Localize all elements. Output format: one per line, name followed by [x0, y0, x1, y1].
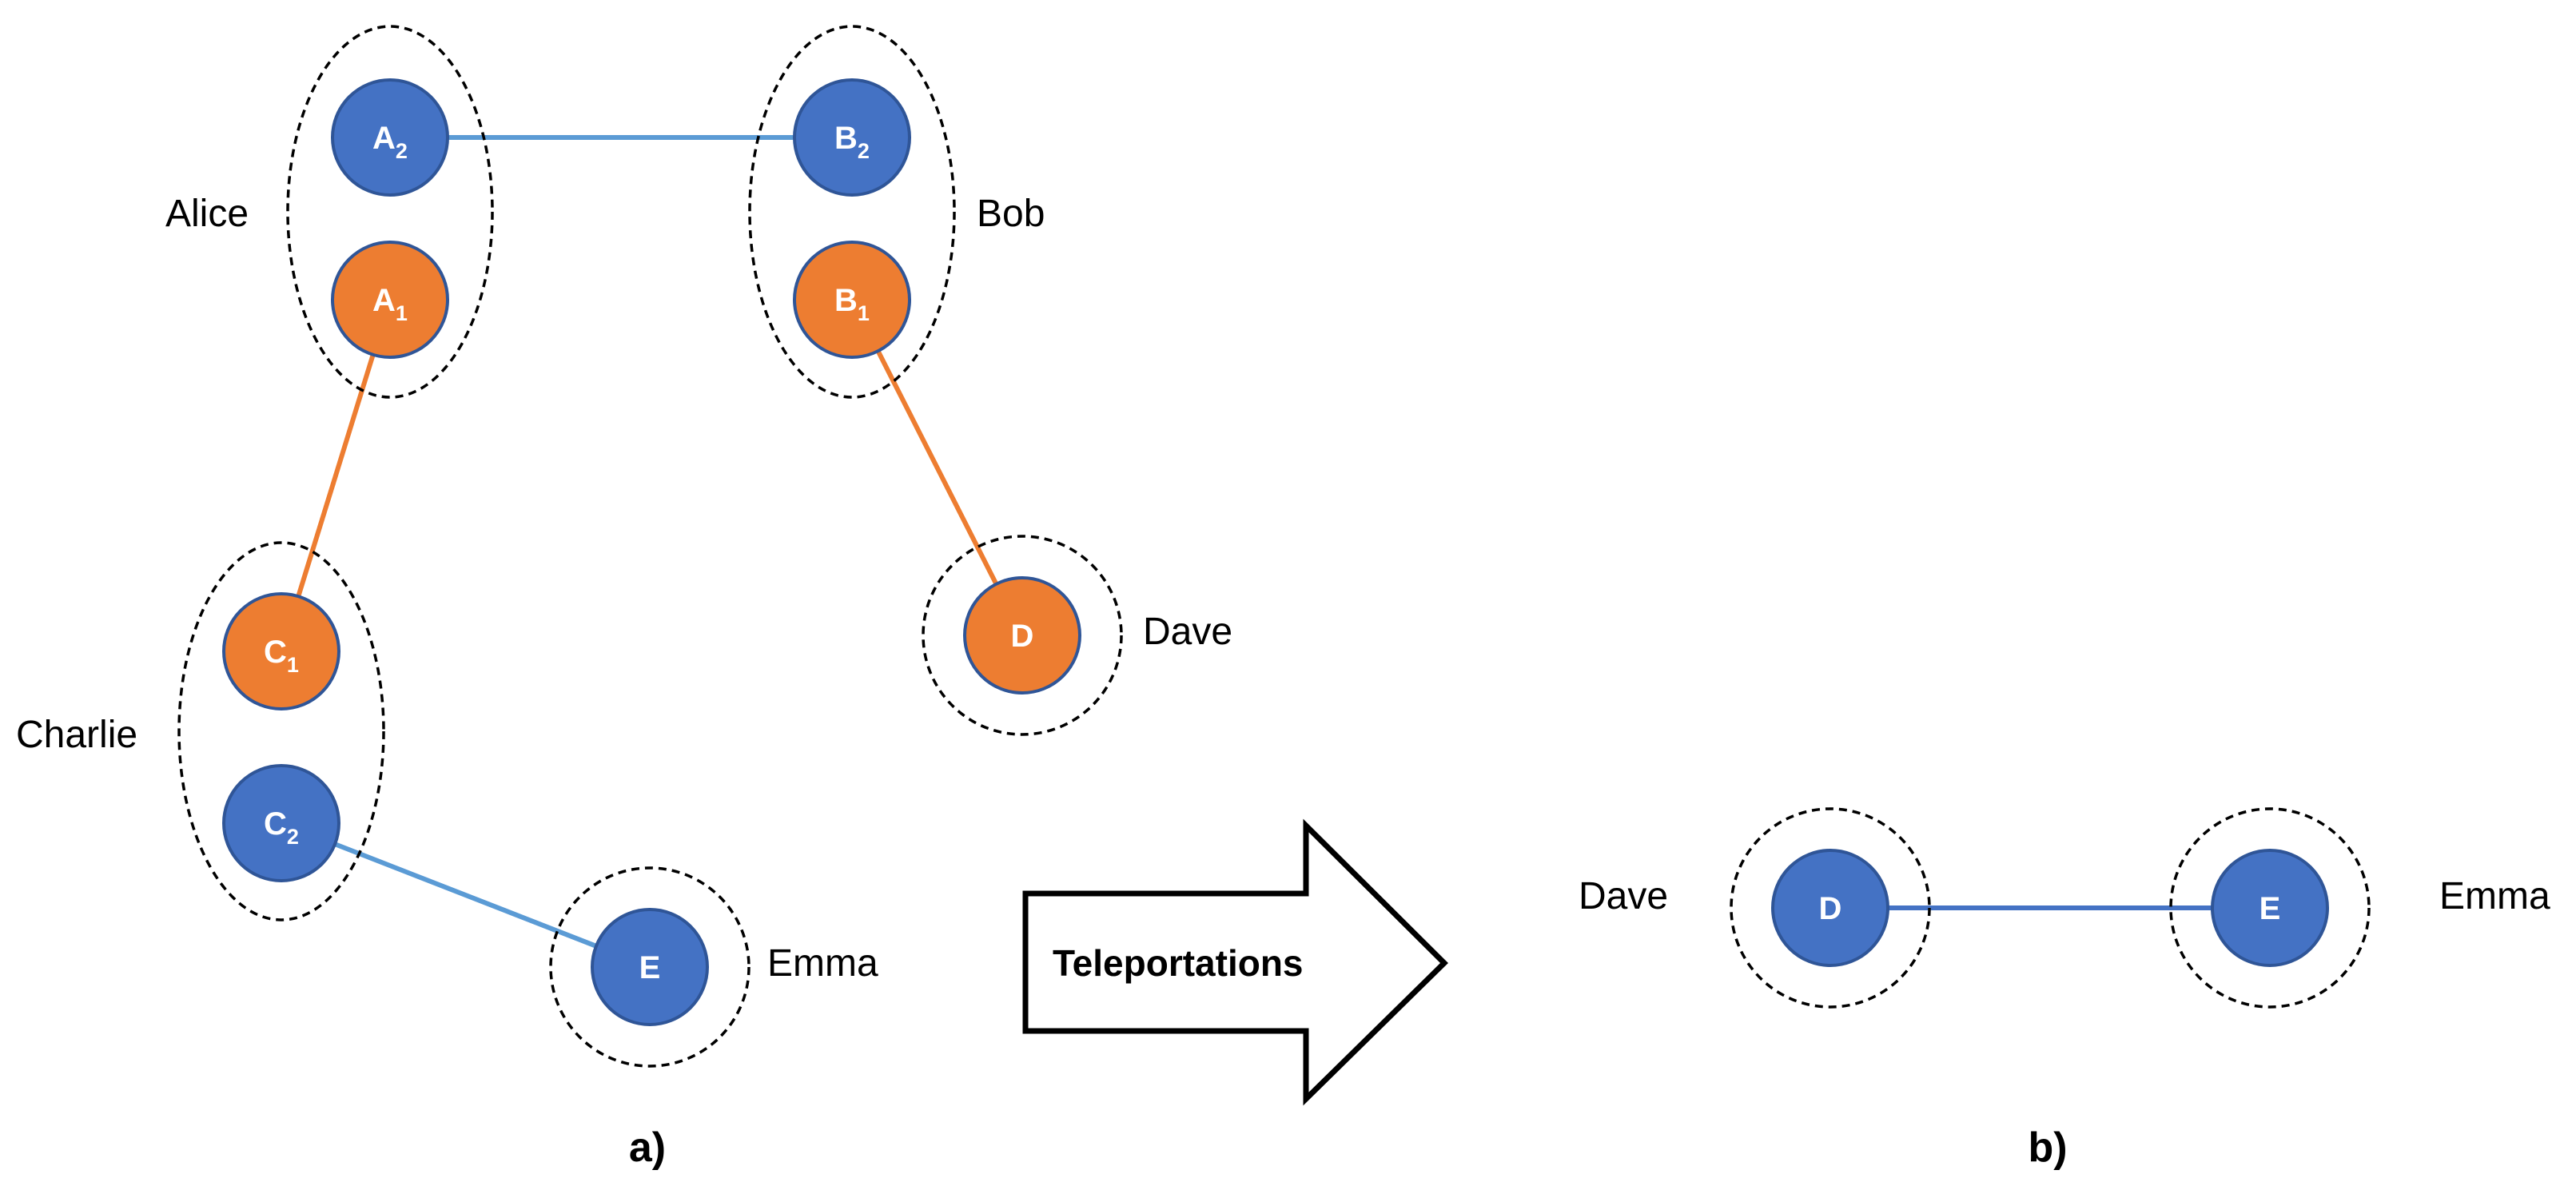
svg-text:A1: A1 [372, 283, 408, 325]
node-c1: C1 [222, 592, 340, 710]
svg-text:C1: C1 [264, 635, 299, 677]
svg-text:C2: C2 [264, 806, 299, 849]
node-d-a: D [963, 576, 1081, 695]
group-alice [286, 25, 494, 399]
svg-text:B1: B1 [834, 283, 870, 325]
group-charlie [177, 541, 385, 921]
node-e-b: E [2211, 849, 2329, 967]
node-d-b: D [1771, 849, 1889, 967]
teleportation-arrow [1022, 818, 1448, 1106]
label-dave-a: Dave [1143, 611, 1232, 653]
node-a1: A1 [331, 241, 449, 359]
label-charlie: Charlie [16, 714, 137, 756]
panel-label-b: b) [2028, 1124, 2067, 1171]
node-d-a-label: D [1011, 619, 1034, 654]
node-e-a: E [591, 908, 709, 1026]
label-alice: Alice [165, 193, 249, 235]
group-emma-b [2169, 807, 2371, 1009]
group-bob [748, 25, 956, 399]
node-c1-sub: 1 [287, 653, 299, 677]
svg-text:B2: B2 [834, 121, 870, 163]
entanglement-links [279, 135, 2270, 969]
node-a2: A2 [331, 78, 449, 197]
node-c2-sub: 2 [287, 825, 299, 849]
node-a1-sub: 1 [396, 301, 408, 325]
node-b1-sub: 1 [858, 301, 870, 325]
label-dave-b: Dave [1579, 875, 1668, 917]
node-c1-main: C [264, 635, 287, 670]
link-a1-c1 [279, 299, 392, 652]
node-b1: B1 [793, 241, 911, 359]
node-e-a-label: E [639, 950, 661, 985]
arrow-label: Teleportations [1053, 942, 1304, 984]
label-emma-a: Emma [767, 942, 878, 985]
label-emma-b: Emma [2439, 875, 2550, 917]
node-b1-main: B [834, 283, 858, 318]
node-d-b-label: D [1819, 891, 1842, 926]
link-c2-e_a [280, 821, 651, 969]
node-a1-main: A [372, 283, 396, 318]
svg-text:A2: A2 [372, 121, 408, 163]
group-dave-b [1730, 807, 1931, 1009]
node-a2-sub: 2 [396, 139, 408, 163]
panel-label-a: a) [629, 1124, 666, 1171]
group-emma-a [549, 866, 751, 1068]
label-bob: Bob [977, 193, 1045, 235]
node-c2-main: C [264, 806, 287, 842]
node-c2: C2 [222, 764, 340, 882]
node-b2-main: B [834, 121, 858, 156]
node-e-b-label: E [2259, 891, 2281, 926]
node-b2-sub: 2 [858, 139, 870, 163]
group-dave-a [922, 535, 1123, 736]
link-b1-d_a [850, 298, 1025, 637]
node-b2: B2 [793, 78, 911, 197]
node-a2-main: A [372, 121, 396, 156]
